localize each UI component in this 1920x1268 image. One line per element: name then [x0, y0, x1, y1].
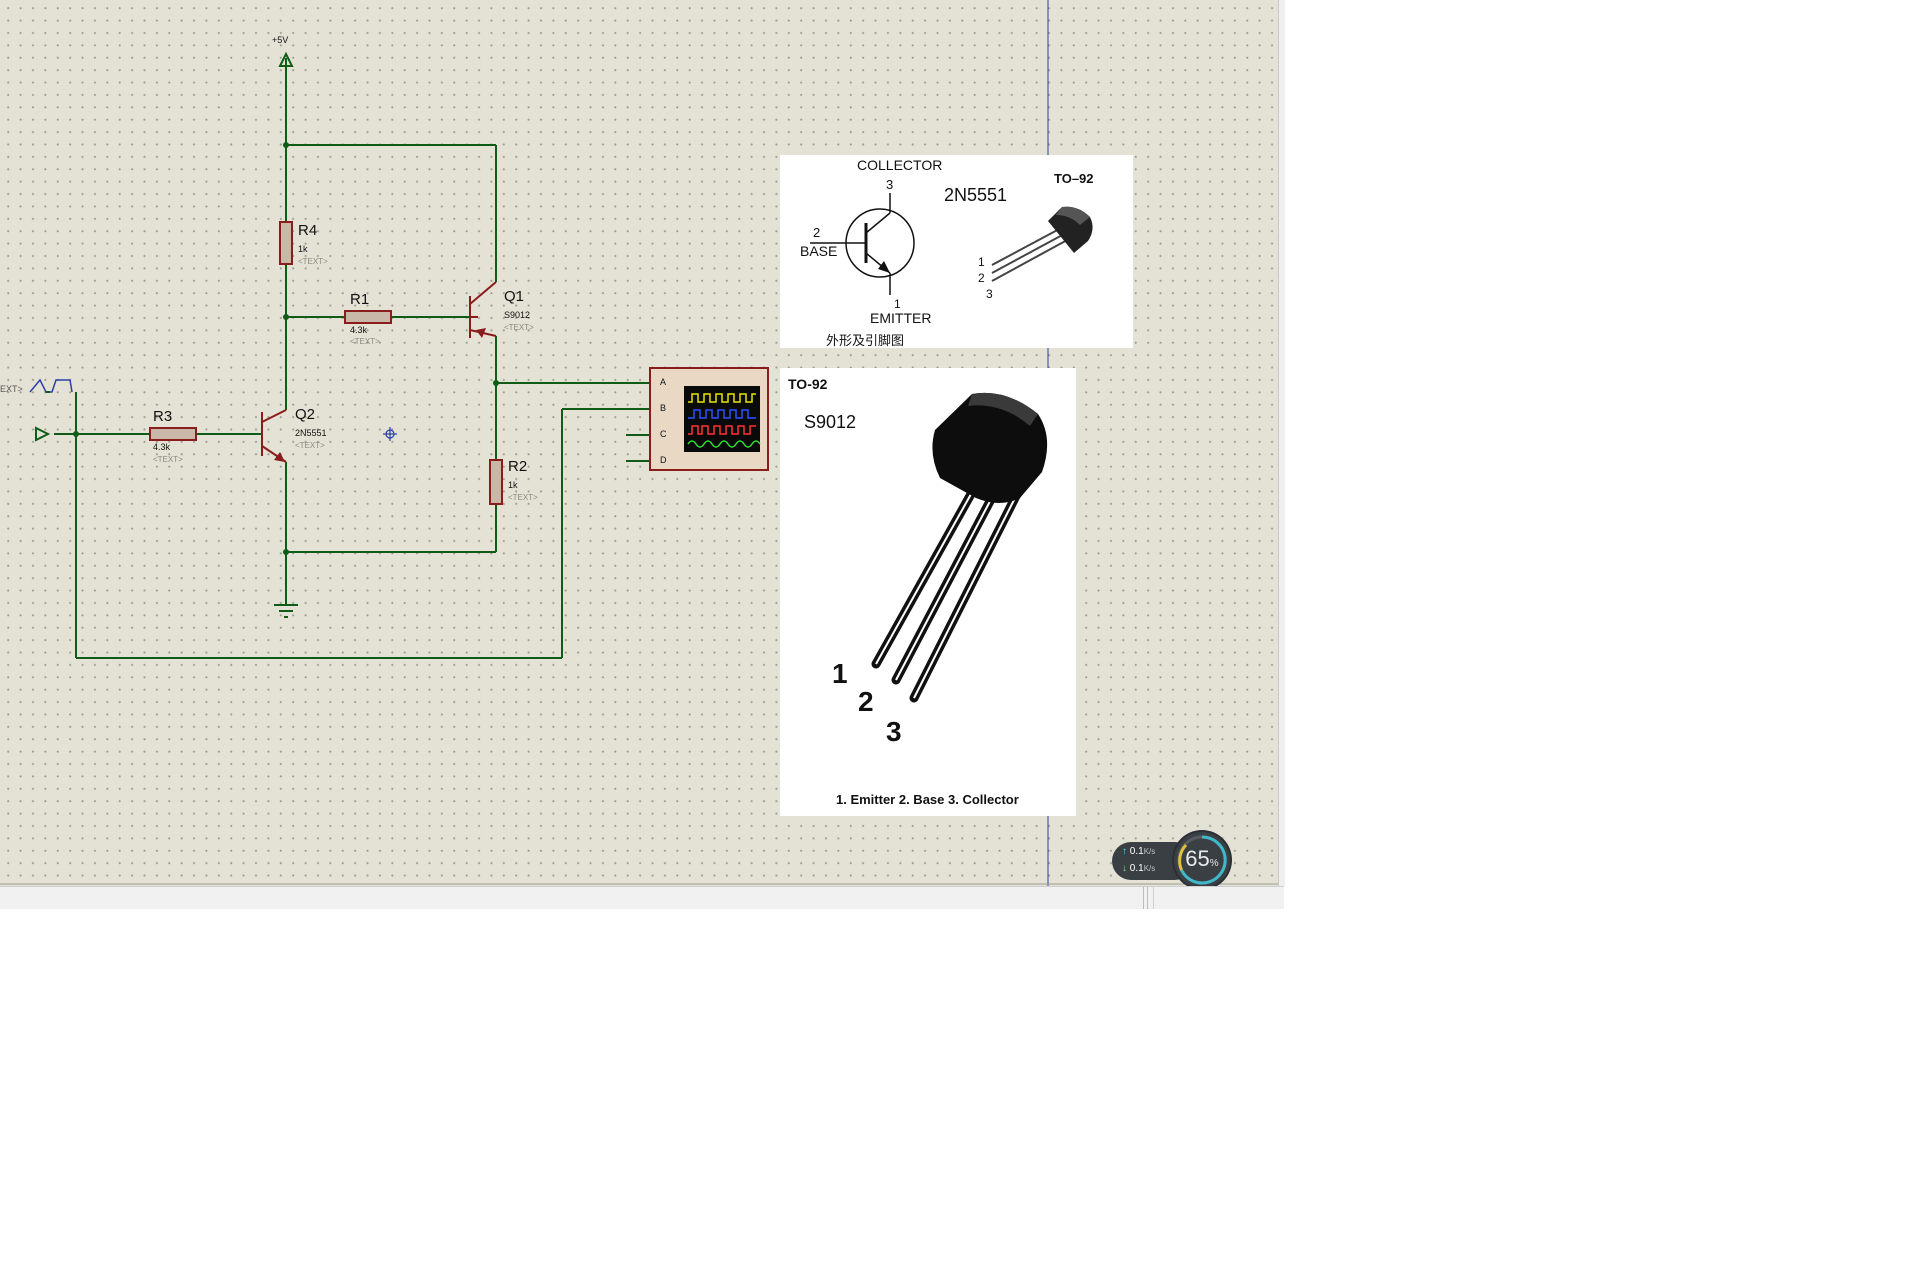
schematic-drawing [0, 0, 1278, 886]
to92-package-icon [991, 206, 1093, 282]
part-number-2n5551: 2N5551 [944, 185, 1008, 205]
scope-channel-a: A [660, 377, 667, 387]
base-label: BASE [800, 243, 838, 259]
horizontal-scrollbar[interactable] [0, 886, 1284, 909]
input-terminal-icon [35, 426, 51, 442]
pin-emitter-number: 1 [894, 297, 901, 311]
pulse-generator-icon [29, 378, 73, 393]
resistor-r4-body [279, 221, 293, 265]
download-speed: ↓ 0.1K/s [1122, 863, 1156, 874]
transistor-q1-arrow [476, 328, 486, 338]
part-number-s9012: S9012 [804, 412, 857, 432]
r3-text: <TEXT> [153, 455, 183, 464]
lead-1-large-label: 1 [832, 658, 848, 689]
resistor-r3-body [149, 427, 197, 441]
gauge-ring-icon [1177, 835, 1227, 885]
usage-gauge [1174, 832, 1230, 886]
caption-label: 外形及引脚图 [826, 333, 905, 348]
npn-symbol-icon [810, 193, 915, 295]
transistor-q2-arrow [274, 452, 285, 462]
q1-ref[interactable]: Q1 [504, 288, 525, 305]
pin-collector-number: 3 [886, 177, 894, 192]
r2-text: <TEXT> [508, 493, 538, 502]
crosshair-marker-icon [383, 427, 397, 441]
r3-ref[interactable]: R3 [153, 408, 173, 425]
r1-value: 4.3k [350, 325, 368, 335]
r4-ref[interactable]: R4 [298, 222, 318, 239]
upload-speed: ↑ 0.1K/s [1122, 846, 1156, 857]
collector-label: COLLECTOR [857, 157, 943, 173]
to92-large-package-icon [871, 392, 1048, 703]
r3-value: 4.3k [153, 442, 171, 452]
r1-ref[interactable]: R1 [350, 291, 370, 308]
r4-value: 1k [298, 244, 308, 254]
oscilloscope[interactable] [626, 367, 769, 471]
r1-text: <TEXT> [350, 337, 380, 346]
r2-value: 1k [508, 480, 518, 490]
lead-3-large-label: 3 [886, 716, 902, 747]
package-label-to92: TO–92 [1054, 171, 1094, 186]
usage-percent: 65% [1185, 846, 1219, 871]
pin-base-number: 2 [813, 225, 821, 240]
pinout-legend: 1. Emitter 2. Base 3. Collector [836, 792, 1019, 807]
r2-ref[interactable]: R2 [508, 458, 528, 475]
q2-value: 2N5551 [295, 428, 327, 438]
wires [54, 58, 656, 659]
schematic-canvas[interactable]: +5V EXT> R4 1k <TEXT> R1 4.3k <TEXT> R3 … [0, 0, 1278, 886]
datasheet-s9012-image[interactable]: TO-92 S9012 1 2 3 1. Emitter 2. Base 3. … [780, 368, 1076, 816]
package-label-to92-s9012: TO-92 [788, 376, 828, 392]
scrollbar-divider [1153, 887, 1154, 909]
vertical-scrollbar[interactable] [1278, 0, 1285, 886]
lead-2-large-label: 2 [858, 686, 874, 717]
q2-ref[interactable]: Q2 [295, 406, 316, 423]
junctions [73, 142, 499, 555]
upload-arrow-icon: ↑ [1122, 846, 1127, 857]
network-monitor-widget[interactable]: ↑ 0.1K/s ↓ 0.1K/s 65% [1112, 832, 1232, 886]
download-arrow-icon: ↓ [1122, 863, 1127, 874]
lead-3-label: 3 [986, 287, 993, 301]
q2-text: <TEXT> [295, 441, 325, 450]
stray-text-label: EXT> [0, 384, 23, 394]
resistor-r2-body [489, 459, 503, 505]
lead-2-label: 2 [978, 271, 985, 285]
scope-channel-c: C [660, 429, 667, 439]
q1-text: <TEXT> [504, 323, 534, 332]
lead-1-label: 1 [978, 255, 985, 269]
scrollbar-grip[interactable] [1143, 887, 1148, 909]
power-arrow-icon [278, 51, 294, 67]
emitter-label: EMITTER [870, 310, 932, 326]
ground-icon [274, 604, 298, 618]
scope-channel-b: B [660, 403, 667, 413]
datasheet-2n5551-image[interactable]: COLLECTOR 3 2N5551 TO–92 2 BASE 1 EMITTE… [780, 155, 1133, 348]
transistor-q2-symbol [261, 409, 287, 463]
q1-value: S9012 [504, 310, 531, 320]
scope-channel-d: D [660, 455, 667, 465]
r4-text: <TEXT> [298, 257, 328, 266]
resistor-r1-body [344, 310, 392, 324]
supply-label: +5V [272, 35, 289, 45]
